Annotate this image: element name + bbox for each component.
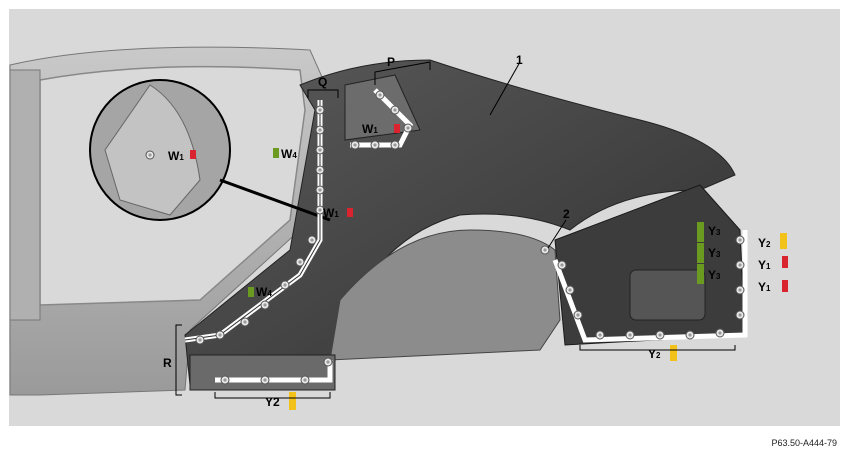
label-y3-b: Y3 (708, 246, 721, 260)
callout-R: R (163, 356, 172, 370)
label-w4-lower: W4 (256, 285, 272, 299)
label-y3-a: Y3 (708, 224, 721, 238)
figure-code: P63.50-A444-79 (771, 438, 837, 448)
label-w4-upper: W4 (281, 147, 297, 161)
callout-2: 2 (563, 207, 570, 221)
label-w1-window: W1 (362, 122, 378, 136)
rivet-row-sill (215, 360, 333, 383)
rivet-symbol-red (190, 124, 788, 292)
rivet-symbol-yellow (289, 233, 787, 410)
inset-detail-shape (104, 84, 201, 216)
sill (189, 354, 336, 391)
label-w1-pillar: W1 (323, 206, 339, 220)
label-y2-sill: Y2 (265, 395, 280, 409)
label-y2-right: Y2 (758, 236, 771, 250)
label-y1-a: Y1 (758, 258, 771, 272)
wheel-housing (329, 229, 561, 361)
label-y1-b: Y1 (758, 280, 771, 294)
rivet-symbol-green (248, 148, 704, 297)
inset-leader (219, 178, 331, 222)
rivet-row-rear (552, 230, 748, 343)
label-y2-bottom: Y2 (648, 347, 661, 361)
rear-panel-cutout (629, 269, 706, 321)
callout-P: P (387, 55, 395, 69)
label-w1-inset: W1 (168, 149, 184, 163)
label-y3-c: Y3 (708, 268, 721, 282)
front-pillar (9, 69, 41, 321)
callout-1: 1 (516, 53, 523, 67)
rear-quarter-window (344, 74, 421, 141)
callout-leaders (175, 61, 736, 399)
callout-Q: Q (318, 75, 327, 89)
